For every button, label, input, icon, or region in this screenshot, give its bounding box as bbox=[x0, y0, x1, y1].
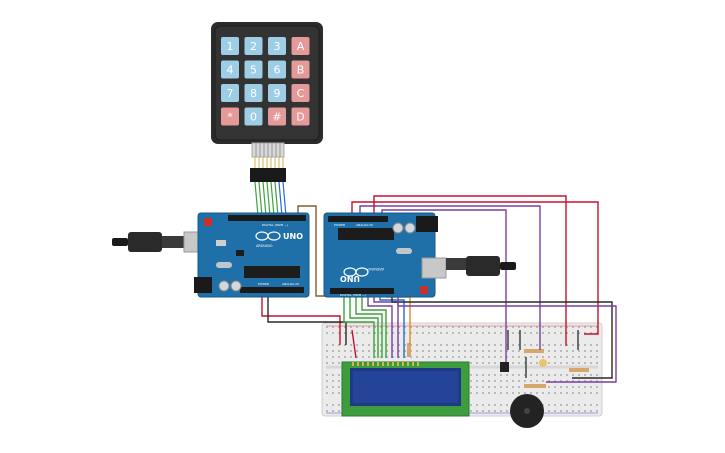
keypad-key-label: 2 bbox=[250, 40, 257, 53]
keypad-key: C bbox=[291, 84, 310, 102]
keypad-key-face bbox=[268, 84, 286, 102]
wires bbox=[254, 181, 617, 383]
keypad-key: * bbox=[221, 107, 239, 126]
arduino-uno-left: UNO ARDUINO DIGITAL (PWM ~) POWER ANALOG… bbox=[112, 212, 310, 298]
board-model: UNO bbox=[283, 232, 303, 241]
keypad-keys: 1 2 3 A 4 5 6 B 7 8 9 C * 0 # D bbox=[221, 37, 310, 126]
keypad-key-face bbox=[244, 60, 263, 79]
resistor bbox=[569, 368, 589, 372]
arduino-logo bbox=[343, 267, 369, 277]
lcd-display bbox=[341, 361, 470, 417]
keypad-key: 3 bbox=[268, 37, 286, 55]
keypad-key-label: A bbox=[297, 40, 305, 53]
board-brand: ARDUINO bbox=[256, 244, 273, 248]
keypad-key-face bbox=[268, 60, 286, 79]
digital-label: DIGITAL (PWM ~) bbox=[262, 223, 288, 227]
keypad-key: 6 bbox=[268, 60, 286, 79]
keypad-key: D bbox=[291, 107, 310, 126]
resistor bbox=[524, 349, 544, 353]
keypad-key-label: 7 bbox=[227, 87, 234, 100]
keypad-key-face bbox=[268, 107, 286, 126]
analog-label: ANALOG IN bbox=[282, 282, 299, 286]
power-label: POWER bbox=[258, 282, 269, 286]
keypad-key-label: 5 bbox=[250, 64, 257, 77]
keypad-key: 4 bbox=[221, 60, 239, 79]
push-button bbox=[500, 362, 509, 372]
piezo-buzzer bbox=[510, 394, 544, 428]
keypad-key-face bbox=[221, 60, 239, 79]
keypad-key-face bbox=[221, 107, 239, 126]
keypad-key: A bbox=[291, 37, 310, 55]
keypad-key: # bbox=[268, 107, 286, 126]
arduino-uno-right: UNO ARDUINO POWER ANALOG IN DIGITAL (PWM… bbox=[323, 212, 516, 298]
led bbox=[539, 359, 547, 367]
keypad-key-face bbox=[268, 37, 286, 55]
keypad-key-face bbox=[221, 84, 239, 102]
keypad-key: 0 bbox=[244, 107, 263, 126]
keypad-key-face bbox=[244, 107, 263, 126]
keypad-key-label: * bbox=[227, 111, 233, 124]
analog-label: ANALOG IN bbox=[356, 223, 373, 227]
keypad-key: 7 bbox=[221, 84, 239, 102]
resistor bbox=[524, 384, 546, 388]
keypad-key-face bbox=[291, 60, 310, 79]
keypad-key-label: B bbox=[297, 64, 305, 77]
keypad-key: 2 bbox=[244, 37, 263, 55]
keypad-key-face bbox=[291, 37, 310, 55]
keypad-4x4: 1 2 3 A 4 5 6 B 7 8 9 C * 0 # D bbox=[211, 22, 323, 182]
keypad-key-label: 9 bbox=[274, 87, 281, 100]
digital-label: DIGITAL (PWM ~) bbox=[340, 293, 366, 297]
keypad-key-label: 6 bbox=[274, 64, 281, 77]
keypad-key: 5 bbox=[244, 60, 263, 79]
keypad-key-face bbox=[244, 84, 263, 102]
keypad-key-label: 0 bbox=[250, 111, 257, 124]
keypad-key-face bbox=[291, 84, 310, 102]
keypad-key: 1 bbox=[221, 37, 239, 55]
board-model: UNO bbox=[340, 274, 360, 283]
keypad-key-face bbox=[244, 37, 263, 55]
keypad-key: B bbox=[291, 60, 310, 79]
keypad-key-label: 4 bbox=[227, 64, 234, 77]
power-label: POWER bbox=[334, 223, 345, 227]
lcd-pins bbox=[352, 362, 419, 366]
usb-cable-plug bbox=[112, 238, 128, 246]
keypad-key-face bbox=[221, 37, 239, 55]
keypad-key-label: D bbox=[296, 111, 304, 124]
board-brand: ARDUINO bbox=[367, 267, 384, 271]
keypad-key-face bbox=[291, 107, 310, 126]
usb-cable-plug bbox=[500, 262, 516, 270]
keypad-key-label: 3 bbox=[274, 40, 281, 53]
arduino-logo bbox=[255, 231, 281, 241]
keypad-key-label: 8 bbox=[250, 87, 257, 100]
resistor bbox=[407, 343, 411, 357]
breadboard-components bbox=[407, 330, 589, 388]
keypad-key-label: 1 bbox=[227, 40, 234, 53]
keypad-key-label: C bbox=[297, 87, 305, 100]
keypad-key: 8 bbox=[244, 84, 263, 102]
keypad-key: 9 bbox=[268, 84, 286, 102]
keypad-key-label: # bbox=[272, 111, 281, 124]
